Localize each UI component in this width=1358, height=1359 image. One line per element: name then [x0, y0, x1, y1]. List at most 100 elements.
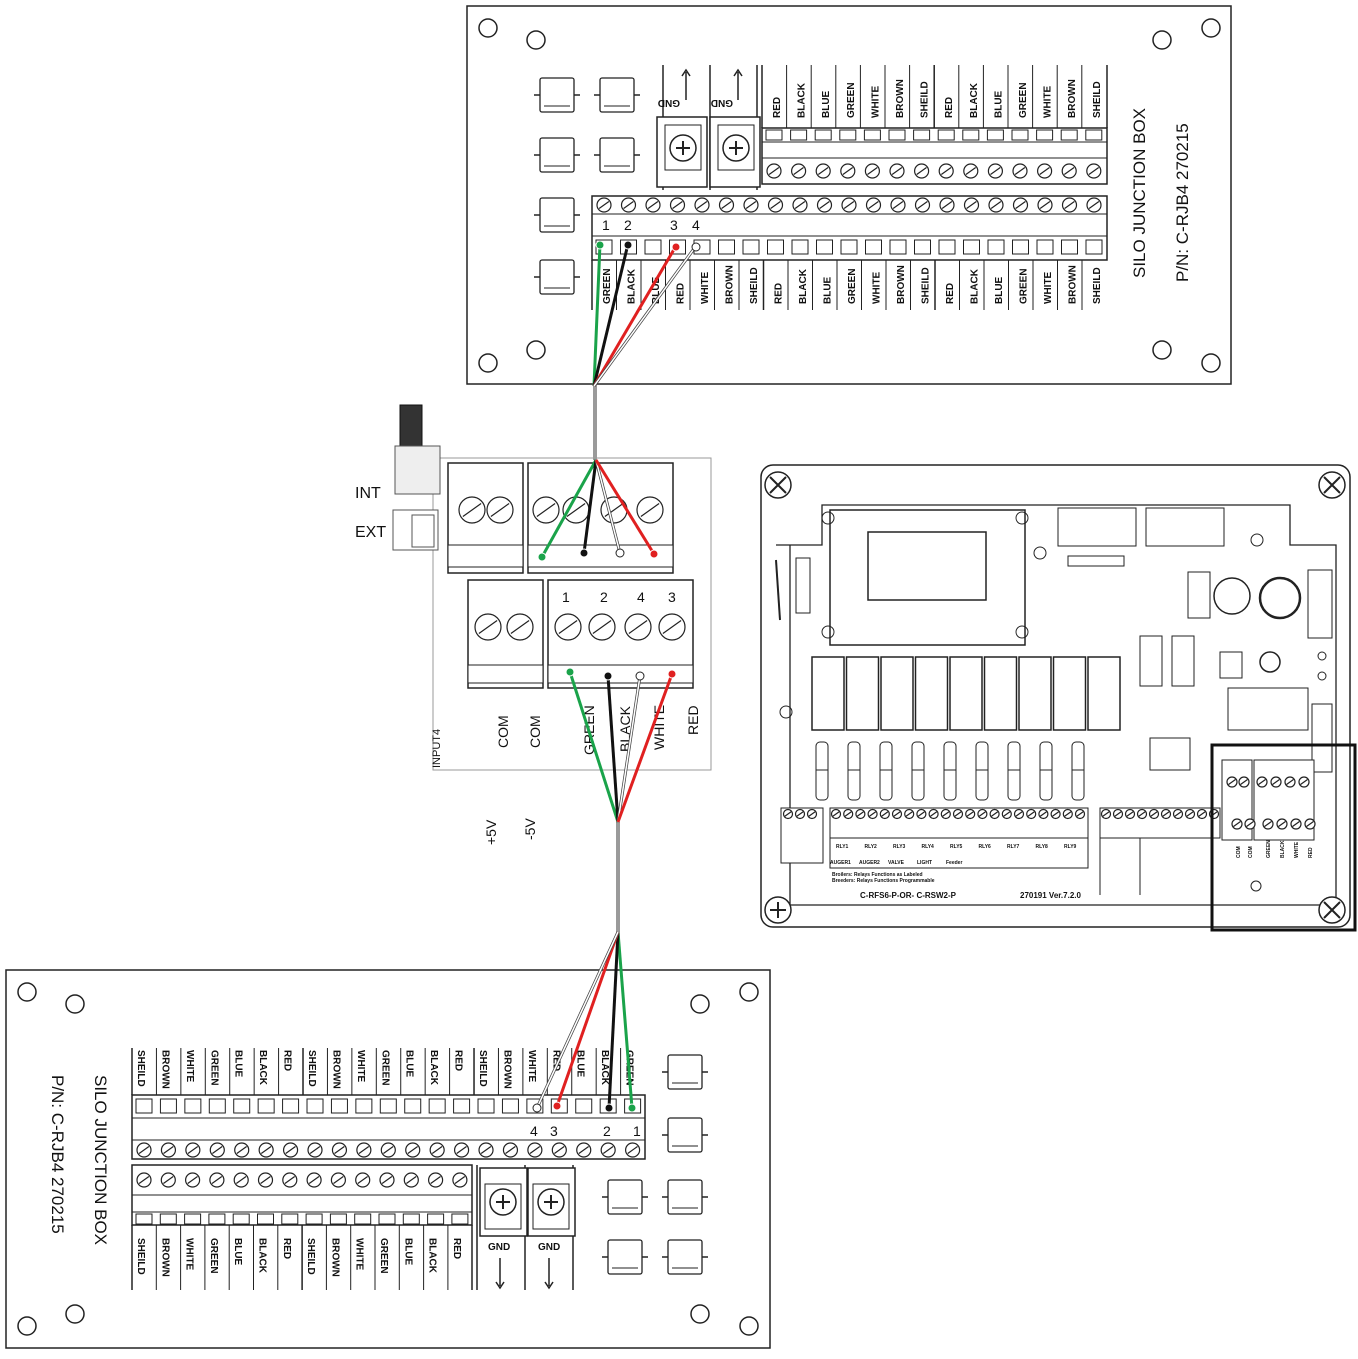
wire-label: GREEN	[846, 82, 857, 118]
component-icon	[662, 1117, 708, 1153]
wire-label: GREEN	[379, 1050, 390, 1086]
terminal-label: COM	[527, 715, 543, 748]
voltage-label: -5V	[522, 818, 538, 840]
relay-label: RLY9	[1064, 844, 1077, 850]
black-wire	[592, 243, 630, 387]
wire-label: BROWN	[159, 1238, 170, 1277]
wire-label: SHEILD	[920, 81, 931, 118]
wire-label: BLACK	[257, 1238, 268, 1274]
wire-label: BLUE	[994, 276, 1005, 304]
wire-label: BLUE	[993, 90, 1004, 118]
component-icon	[602, 1179, 648, 1215]
component-icon	[534, 137, 580, 173]
red-wire	[592, 245, 678, 387]
wire-label: WHITE	[870, 85, 881, 118]
arrow-down-icon	[495, 1258, 554, 1290]
wire-label: WHITE	[1043, 271, 1054, 304]
white-wire	[536, 931, 619, 1109]
wire-label: RED	[945, 283, 956, 304]
gnd-label: GND	[658, 97, 680, 108]
upper-terminal-strip	[761, 65, 1108, 185]
wire-label: RED	[676, 283, 687, 304]
terminal-number: 3	[670, 217, 678, 233]
wire-label: BLUE	[823, 276, 834, 304]
wire-label: SHEILD	[1092, 267, 1103, 304]
terminal-number: 3	[668, 589, 676, 605]
wire-label: BROWN	[725, 265, 736, 304]
wire-label: RED	[453, 1050, 464, 1071]
gnd-label: GND	[488, 1242, 510, 1253]
component-icon	[594, 77, 640, 113]
terminal-number: 4	[692, 217, 700, 233]
component-icon	[662, 1239, 708, 1275]
wire-label: BLACK	[428, 1050, 439, 1086]
screw-row	[782, 808, 1220, 820]
component-icon	[534, 77, 580, 113]
wire-label: BLUE	[232, 1238, 243, 1266]
component-icon	[594, 137, 640, 173]
switch-label-ext: EXT	[355, 524, 386, 541]
black-wire	[607, 931, 620, 1109]
relay-function: AUGER1	[830, 860, 851, 866]
wire-label: BLACK	[798, 268, 809, 304]
voltage-label: +5V	[483, 819, 499, 845]
wire-label: BROWN	[1067, 79, 1078, 118]
relay-label: RLY1	[836, 844, 849, 850]
terminal-label: COM	[1248, 846, 1254, 858]
gnd-terminal-block: GND GND	[476, 1165, 576, 1290]
wire-label: RED	[772, 97, 783, 118]
terminal-label: COM	[495, 715, 511, 748]
terminal-number: 2	[603, 1123, 611, 1139]
wire-label: SHEILD	[921, 267, 932, 304]
mount-hole-icon	[17, 1316, 37, 1336]
wire-label: RED	[281, 1238, 292, 1259]
wire-label: WHITE	[355, 1050, 366, 1083]
wire-label: RED	[451, 1238, 462, 1259]
wire-label: BLUE	[575, 1050, 586, 1078]
wire-label: WHITE	[1043, 85, 1054, 118]
wire-label: BROWN	[159, 1050, 170, 1089]
relay-row	[811, 656, 1121, 731]
wire-label: SHEILD	[1092, 81, 1103, 118]
jumper-switch	[399, 404, 423, 451]
wire-label: BLACK	[797, 82, 808, 118]
wire-label: BLACK	[969, 82, 980, 118]
relay-label: RLY2	[865, 844, 878, 850]
terminal-label: RED	[685, 705, 701, 735]
green-wire	[540, 459, 598, 558]
terminal-number: 4	[637, 589, 645, 605]
mount-hole-icon	[65, 1304, 85, 1324]
fuse-row	[815, 741, 1085, 801]
wire-label: GREEN	[1019, 268, 1030, 304]
wire-label: BROWN	[501, 1050, 512, 1089]
mount-hole-icon	[526, 340, 546, 360]
mount-hole-icon	[739, 982, 759, 1002]
wire-label: SHEILD	[749, 267, 760, 304]
relay-label: RLY4	[922, 844, 935, 850]
screw-row	[1226, 776, 1316, 830]
wire-label: GREEN	[378, 1238, 389, 1274]
wire-label: RED	[774, 283, 785, 304]
component-icon	[534, 197, 580, 233]
mount-hole-icon	[526, 30, 546, 50]
relay-label: RLY7	[1007, 844, 1020, 850]
wire-label: BLACK	[599, 1050, 610, 1086]
mount-hole-icon	[17, 982, 37, 1002]
mount-hole-icon	[739, 1316, 759, 1336]
wire-label: GREEN	[1018, 82, 1029, 118]
wire-label: RED	[282, 1050, 293, 1071]
component-column	[602, 1054, 708, 1275]
board-note: Breeders: Relays Functions Programmable	[832, 878, 935, 884]
lower-terminal-strip	[591, 195, 1108, 310]
wire-label: WHITE	[354, 1238, 365, 1271]
black-wire	[582, 459, 598, 554]
relay-label: RLY5	[950, 844, 963, 850]
wire-label: WHITE	[700, 271, 711, 304]
box-title: SILO JUNCTION BOX	[91, 1075, 110, 1245]
wire-label: GREEN	[208, 1050, 219, 1086]
